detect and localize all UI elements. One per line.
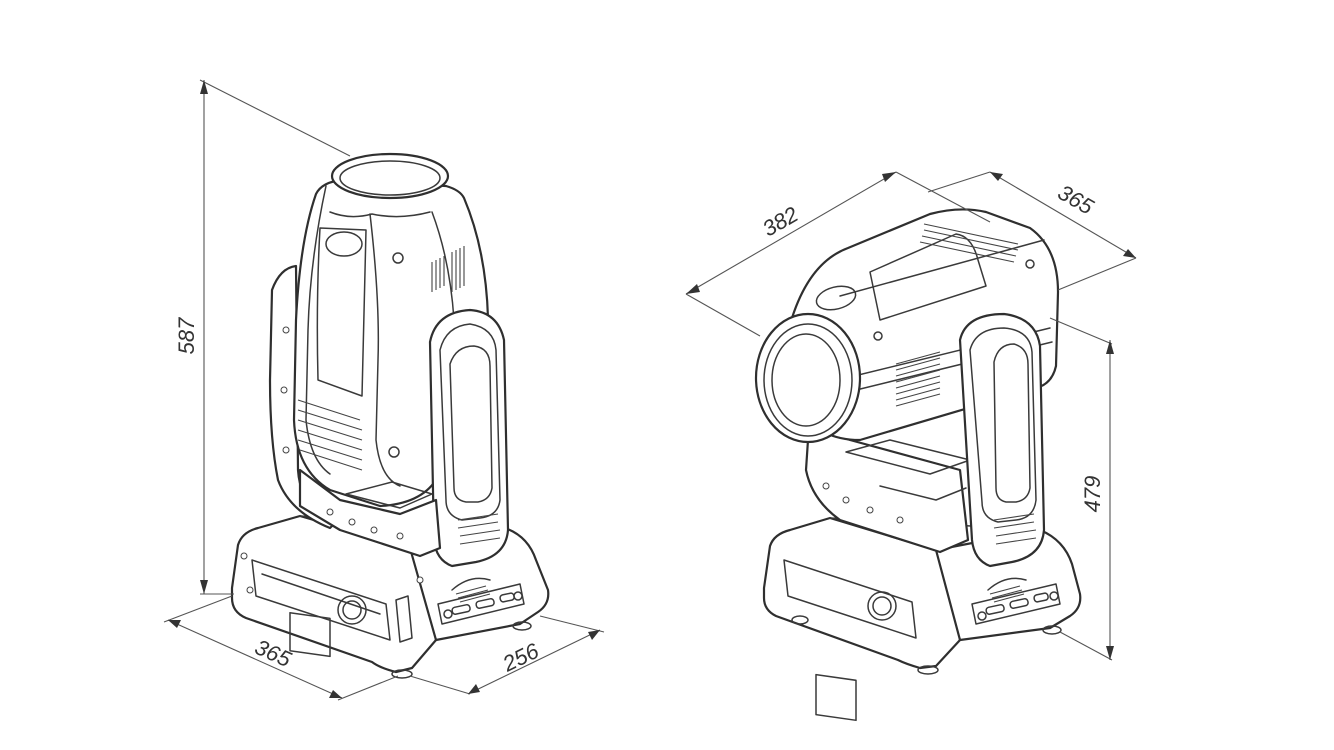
upright-depth-label: 256 <box>498 638 544 677</box>
upright-dimensions: 587 365 256 <box>163 79 605 701</box>
upright-width-label: 365 <box>251 634 295 672</box>
upright-yoke-arm <box>428 308 510 568</box>
upright-fixture <box>230 152 550 679</box>
tilted-length-label: 382 <box>758 201 802 241</box>
upright-height-label: 587 <box>174 317 199 354</box>
tilted-fixture <box>754 208 1082 722</box>
tilted-height-label: 479 <box>1080 476 1105 513</box>
tilted-yoke-arm <box>958 312 1046 568</box>
tilted-base <box>762 516 1082 722</box>
